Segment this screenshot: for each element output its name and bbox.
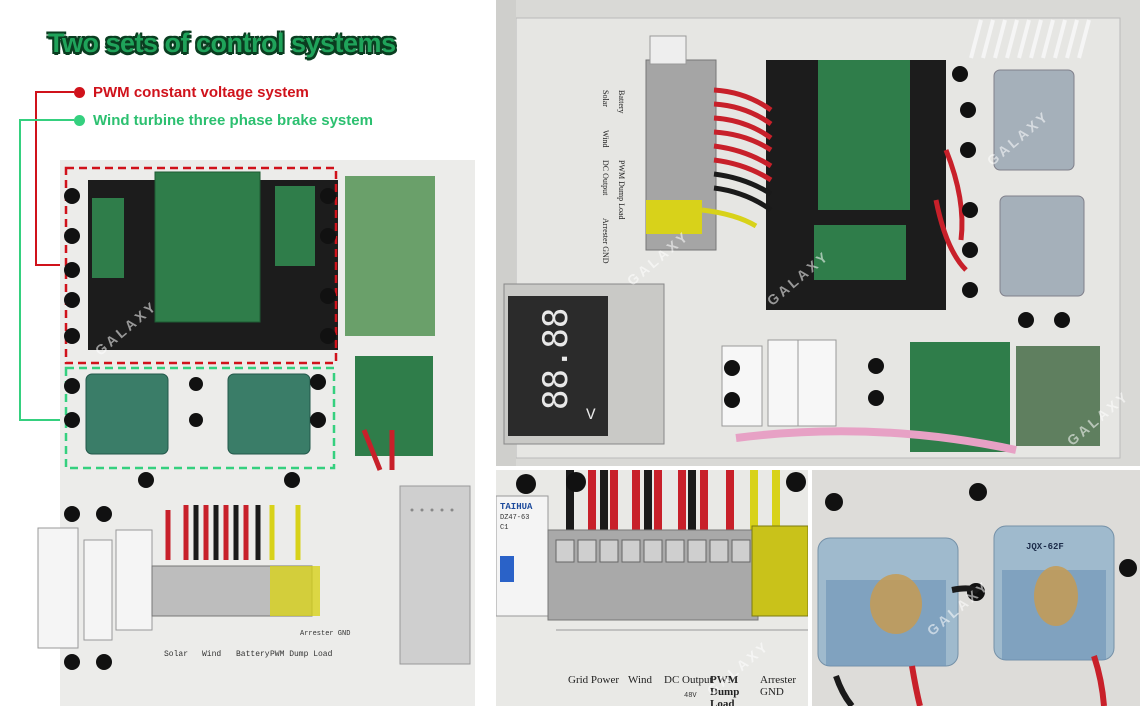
pcb-lower bbox=[814, 225, 906, 280]
meter-unit: V bbox=[586, 406, 596, 424]
top-right-photo: 88.88 V Solar Battery Wind DC Output PWM… bbox=[496, 0, 1140, 466]
terminal-label-gnd: Arrester GND bbox=[300, 630, 351, 638]
cabinet-illustration bbox=[496, 0, 1121, 466]
breaker-top bbox=[649, 35, 687, 65]
side-label-wind: Wind bbox=[601, 130, 610, 148]
fuse-holder-3 bbox=[797, 339, 837, 427]
pcb-right bbox=[275, 186, 315, 266]
relay-left bbox=[85, 373, 169, 455]
relay-left-coil bbox=[870, 574, 922, 634]
breaker-2 bbox=[83, 539, 113, 641]
pcb-controller bbox=[345, 176, 435, 336]
bottom-right-photo: JQX-62F bbox=[812, 470, 1140, 706]
terminal-closeup-illustration bbox=[496, 470, 808, 706]
page-title: Two sets of control systems bbox=[48, 28, 396, 58]
brake-legend-label: Wind turbine three phase brake system bbox=[93, 112, 373, 129]
terminal-label-wind: Wind bbox=[202, 650, 222, 659]
control-board-illustration bbox=[19, 91, 475, 706]
terminal-label-dump: PWM Dump Load bbox=[710, 674, 740, 706]
brake-legend-dot bbox=[74, 115, 85, 126]
pcb-left bbox=[92, 198, 124, 278]
terminal-label-dc-output: DC Output bbox=[664, 674, 713, 686]
terminal-label-solar: Solar bbox=[164, 650, 189, 659]
side-label-dc-output: DC Output bbox=[601, 160, 610, 196]
ground-terminal-block bbox=[751, 525, 808, 617]
side-label-arrester: Arrester GND bbox=[601, 218, 610, 264]
side-label-dump-load: PWM Dump Load bbox=[617, 160, 626, 220]
terminal-label-arrester: Arrester GND bbox=[760, 674, 797, 698]
relay-top bbox=[993, 69, 1075, 171]
pcb-bottom-far bbox=[1016, 346, 1100, 446]
ground-terminals bbox=[270, 566, 320, 616]
relay-closeup-illustration bbox=[812, 470, 1140, 706]
left-panel: Two sets of control systems PWM constant… bbox=[0, 0, 492, 706]
relay-right-coil bbox=[1034, 566, 1078, 626]
meter-display: 88.88 bbox=[536, 307, 576, 410]
pwm-legend-dot bbox=[74, 87, 85, 98]
brake-dashed-box bbox=[64, 366, 336, 470]
breaker-brand: TAIHUA bbox=[500, 502, 533, 512]
pwm-connector-line bbox=[35, 91, 74, 266]
breaker-rating: C1 bbox=[500, 524, 509, 532]
bottom-left-photo: TAIHUA DZ47-63 C1 Grid Power Wind DC Out… bbox=[496, 470, 808, 706]
breaker-switch bbox=[500, 556, 514, 582]
terminal-label-wind: Wind bbox=[628, 674, 652, 686]
terminal-label-dump: PWM Dump Load bbox=[270, 650, 333, 659]
fuse-holder-1 bbox=[721, 345, 763, 427]
pcb-main bbox=[818, 60, 910, 210]
pcb-main bbox=[154, 171, 261, 323]
relay-model: JQX-62F bbox=[1026, 542, 1064, 552]
breaker-model: DZ47-63 bbox=[500, 514, 530, 522]
breaker-1 bbox=[37, 527, 79, 649]
voltage-note: 48V bbox=[684, 692, 697, 700]
power-supply bbox=[399, 485, 471, 665]
ribbon-cable bbox=[735, 427, 1017, 454]
relay-right bbox=[227, 373, 311, 455]
terminal-label-grid: Grid Power bbox=[568, 674, 620, 686]
relay-bottom bbox=[999, 195, 1085, 297]
side-label-solar: Solar bbox=[601, 90, 610, 107]
pwm-legend-label: PWM constant voltage system bbox=[93, 84, 309, 101]
voltmeter-face bbox=[508, 296, 608, 436]
terminal-label-battery: Battery bbox=[236, 650, 270, 659]
breaker-3 bbox=[115, 529, 153, 631]
ground-terminals bbox=[646, 200, 702, 234]
brake-connector-line bbox=[19, 119, 74, 421]
side-label-battery: Battery bbox=[617, 90, 626, 114]
